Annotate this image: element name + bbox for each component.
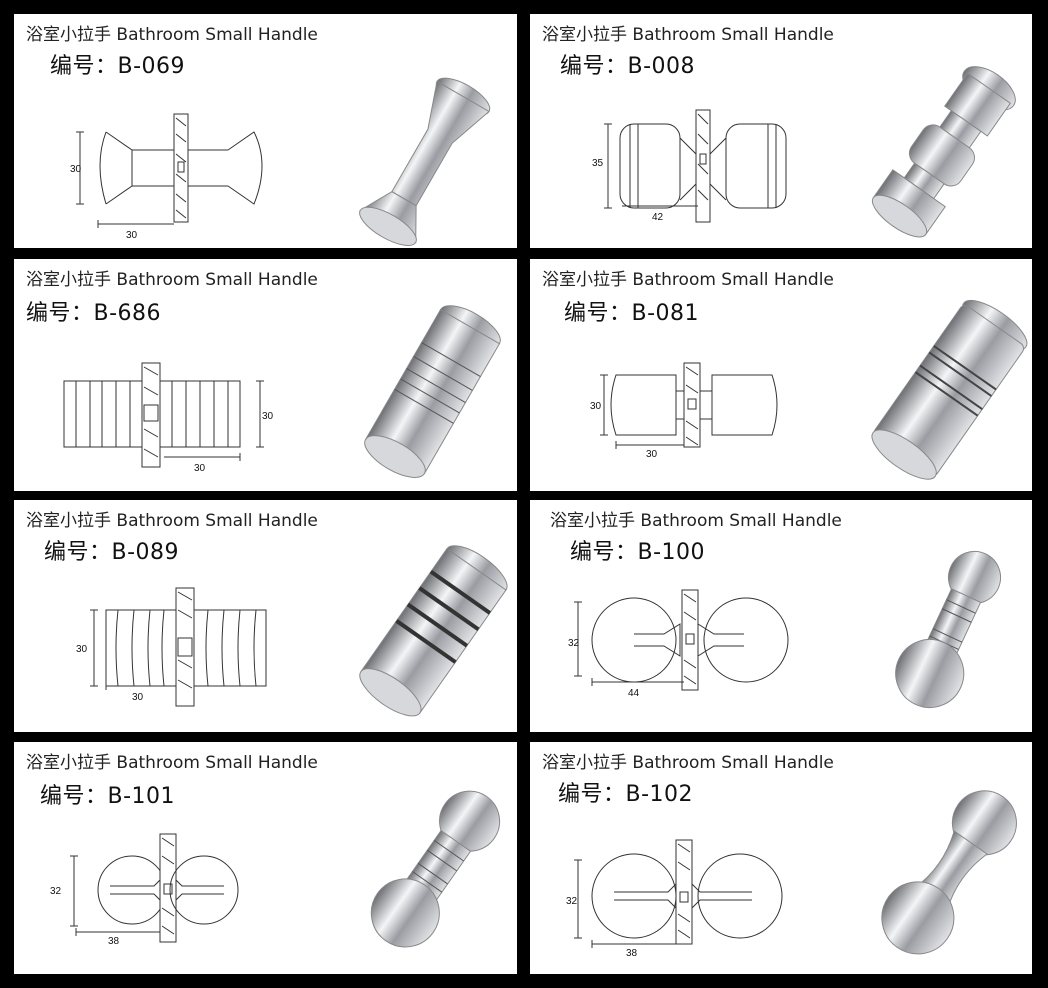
product-title: 浴室小拉手 Bathroom Small Handle xyxy=(26,25,318,45)
dim-height-label: 30 xyxy=(590,401,602,412)
dimension-drawing: 30 30 xyxy=(63,305,501,478)
product-panel-b008: 浴室小拉手 Bathroom Small Handle 编号：B-008 35 … xyxy=(530,14,1032,248)
product-panel-b686: 浴室小拉手 Bathroom Small Handle 编号：B-686 30 … xyxy=(14,259,517,491)
dim-width-label: 30 xyxy=(646,449,658,460)
product-code: 编号：B-101 xyxy=(40,784,176,809)
product-panel-b069: 浴室小拉手 Bathroom Small Handle 编号：B-069 30 … xyxy=(14,14,517,248)
product-photo-b008 xyxy=(871,66,1016,238)
dimension-drawing: 32 44 xyxy=(568,550,1002,709)
dim-height-label: 32 xyxy=(568,638,580,649)
dim-width-label: 44 xyxy=(628,688,640,699)
dimension-drawing: 30 30 xyxy=(70,77,491,246)
product-panel-b089: 浴室小拉手 Bathroom Small Handle 编号：B-089 30 … xyxy=(14,500,517,732)
dim-width-label: 30 xyxy=(194,463,206,474)
product-panel-b101: 浴室小拉手 Bathroom Small Handle 编号：B-101 32 … xyxy=(14,742,517,974)
product-title: 浴室小拉手 Bathroom Small Handle xyxy=(550,511,842,531)
product-panel-b100: 浴室小拉手 Bathroom Small Handle 编号：B-100 32 … xyxy=(530,500,1032,732)
dim-height-label: 35 xyxy=(592,158,604,169)
dimension-drawing: 30 30 xyxy=(76,545,508,717)
product-photo-b100 xyxy=(895,550,1002,709)
product-photo-b686 xyxy=(364,305,501,478)
product-title: 浴室小拉手 Bathroom Small Handle xyxy=(26,753,318,773)
product-code: 编号：B-081 xyxy=(564,301,700,326)
dim-width-label: 30 xyxy=(126,230,138,241)
dim-width-label: 42 xyxy=(652,212,664,223)
product-code: 编号：B-069 xyxy=(50,54,186,79)
product-panel-b102: 浴室小拉手 Bathroom Small Handle 编号：B-102 32 … xyxy=(530,742,1032,974)
product-photo-b089 xyxy=(359,545,508,717)
dim-height-label: 30 xyxy=(70,164,82,175)
product-code: 编号：B-008 xyxy=(560,54,696,79)
product-code: 编号：B-089 xyxy=(44,540,180,565)
product-title: 浴室小拉手 Bathroom Small Handle xyxy=(542,25,834,45)
dimension-drawing: 32 38 xyxy=(50,790,501,948)
dimension-drawing: 32 38 xyxy=(566,790,1017,959)
product-code: 编号：B-100 xyxy=(570,540,706,565)
product-title: 浴室小拉手 Bathroom Small Handle xyxy=(26,511,318,531)
dim-height-label: 32 xyxy=(50,886,62,897)
dimension-drawing: 30 30 xyxy=(590,299,1028,480)
dim-height-label: 30 xyxy=(262,411,274,422)
dimension-drawing: 35 42 xyxy=(592,66,1016,238)
product-code: 编号：B-102 xyxy=(558,782,694,807)
product-photo-b069 xyxy=(359,77,491,246)
product-title: 浴室小拉手 Bathroom Small Handle xyxy=(542,270,834,290)
product-photo-b101 xyxy=(370,790,501,948)
product-code: 编号：B-686 xyxy=(26,301,162,326)
dim-width-label: 30 xyxy=(132,692,144,703)
dim-width-label: 38 xyxy=(626,948,638,959)
product-panel-b081: 浴室小拉手 Bathroom Small Handle 编号：B-081 30 … xyxy=(530,259,1032,491)
product-photo-b081 xyxy=(871,299,1028,480)
product-photo-b102 xyxy=(881,790,1017,955)
dim-height-label: 30 xyxy=(76,644,88,655)
dim-width-label: 38 xyxy=(108,936,120,947)
dim-height-label: 32 xyxy=(566,896,578,907)
product-title: 浴室小拉手 Bathroom Small Handle xyxy=(542,753,834,773)
product-title: 浴室小拉手 Bathroom Small Handle xyxy=(26,270,318,290)
